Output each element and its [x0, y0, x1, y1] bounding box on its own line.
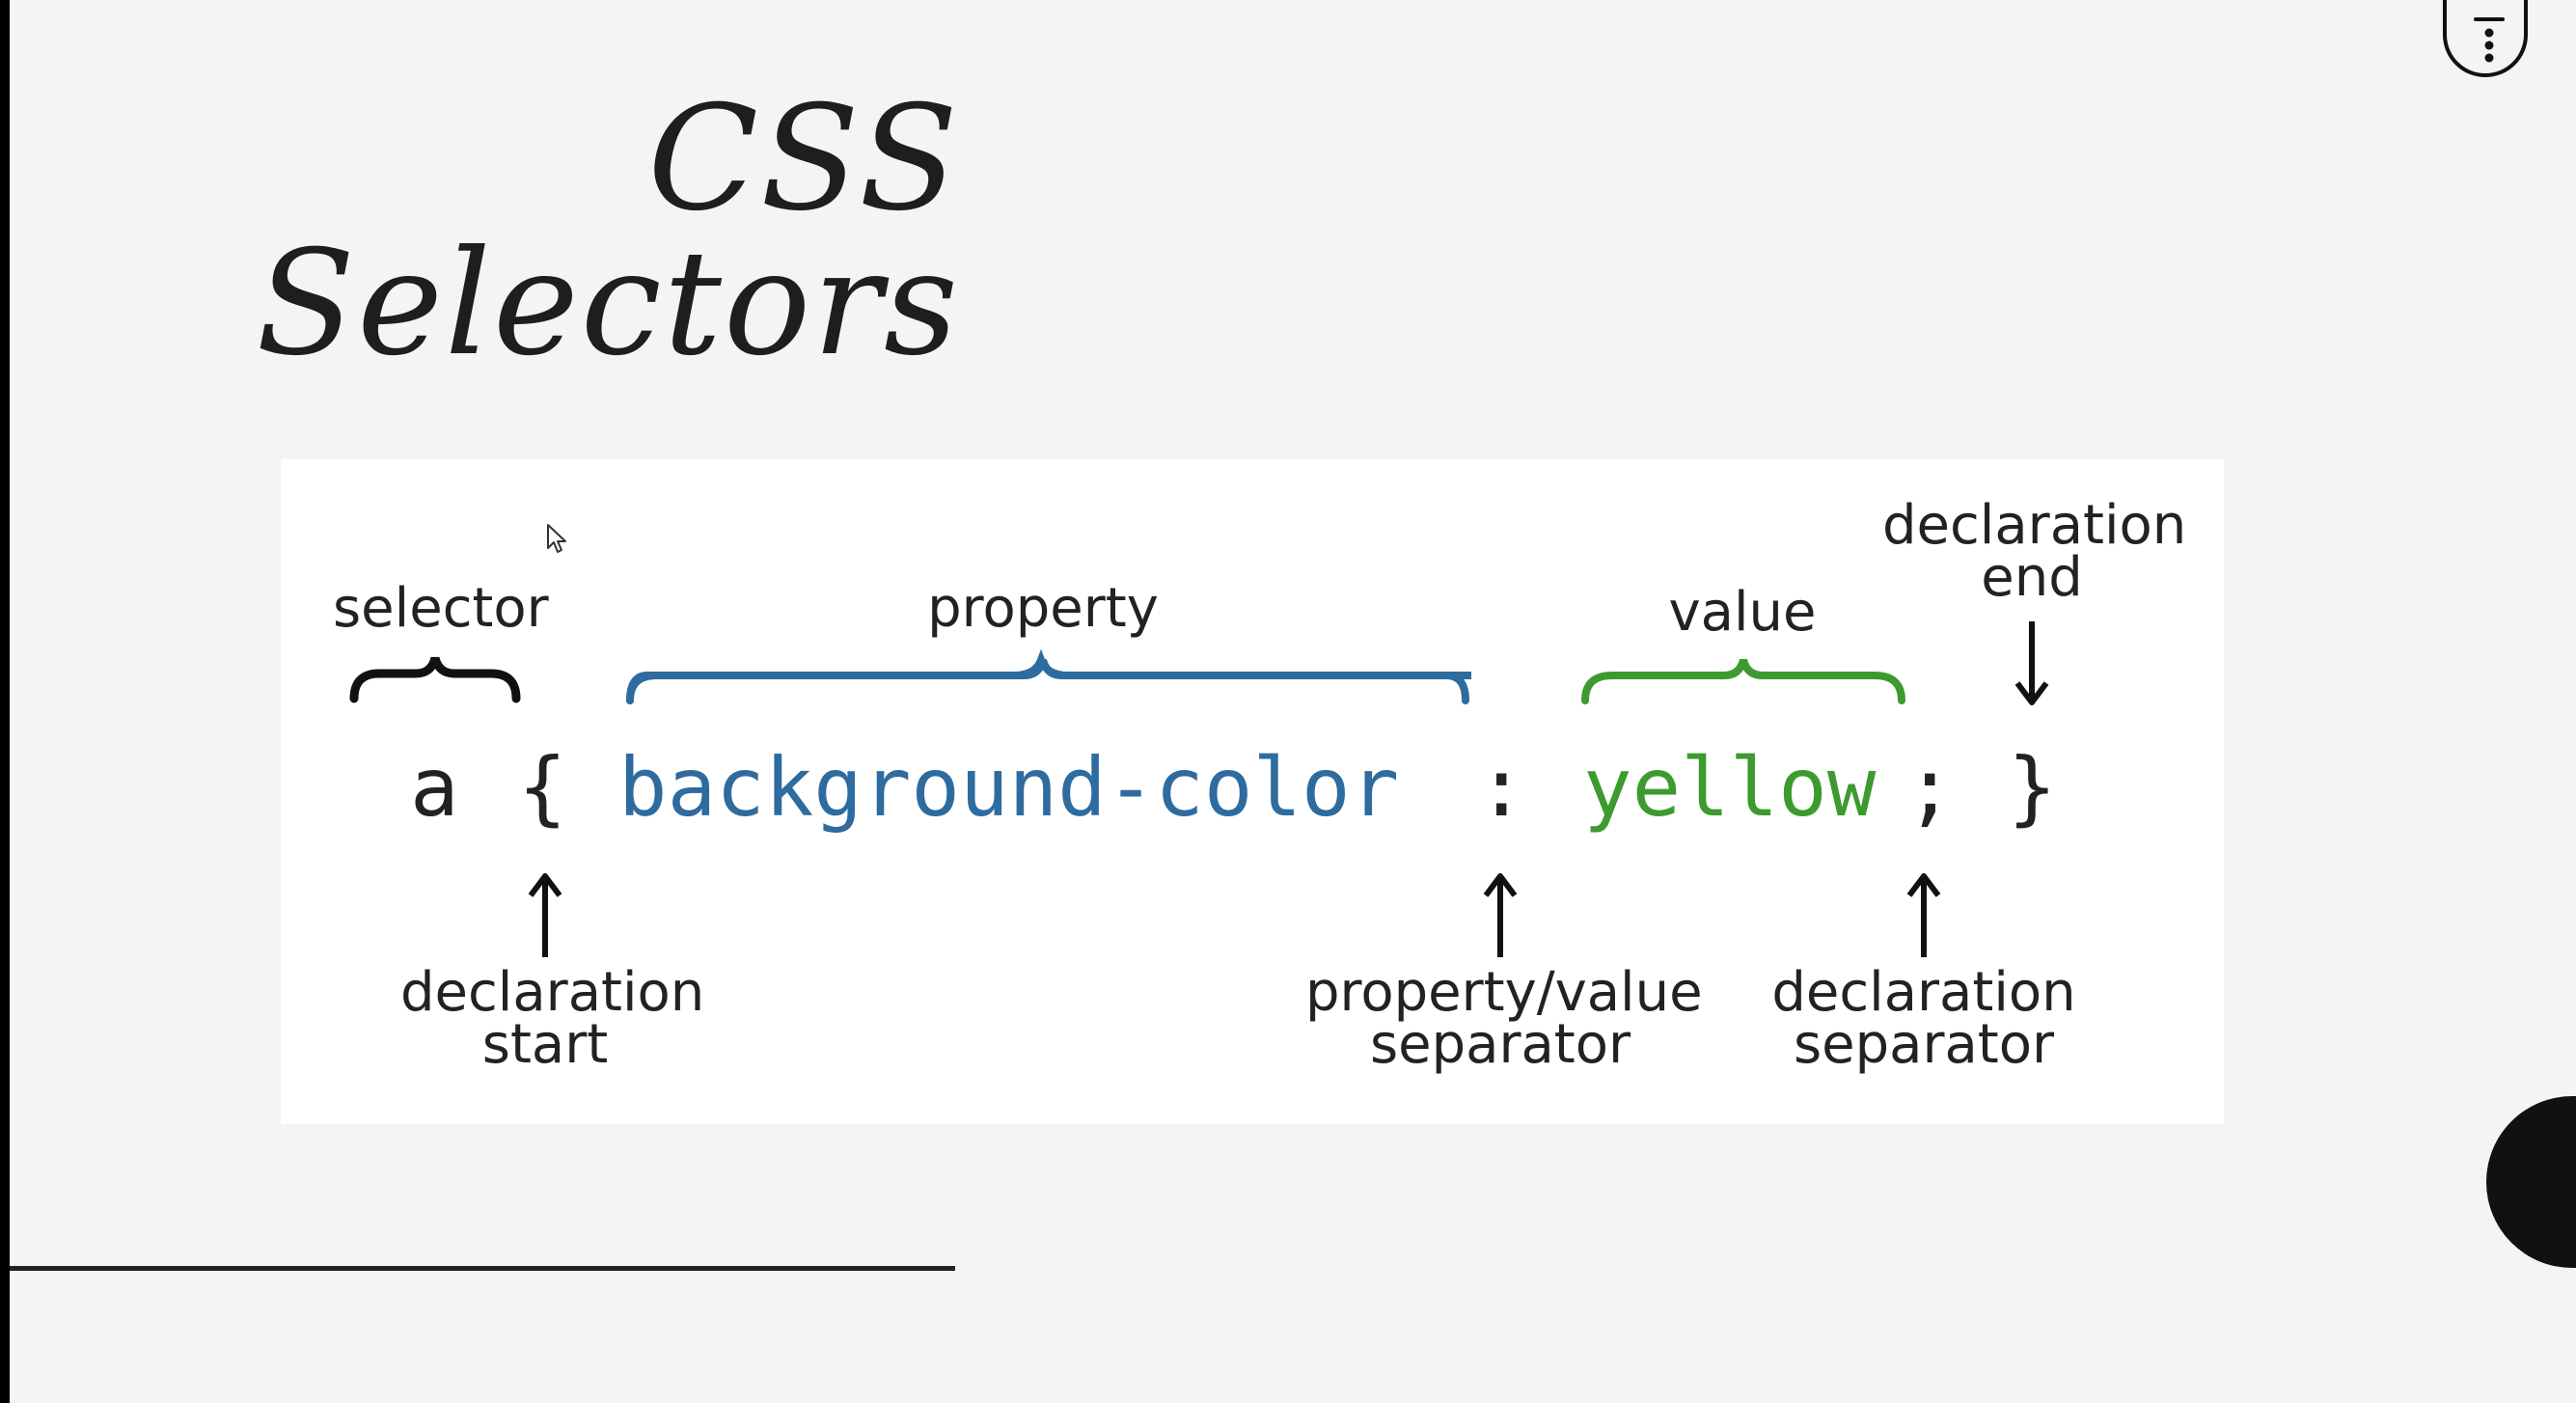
left-edge-bar [0, 0, 10, 1403]
selector-label: selector [333, 577, 549, 640]
decl-separator-arrow [1906, 873, 1941, 957]
selector-brace [349, 656, 521, 703]
pv-separator-arrow [1483, 873, 1518, 957]
code-close-brace: } [2008, 740, 2057, 835]
code-property: background-color [618, 740, 1400, 835]
declaration-start-arrow [528, 873, 562, 957]
code-semicolon: ; [1905, 740, 1955, 835]
declaration-end-arrow [2014, 621, 2049, 705]
more-vertical-icon [2474, 17, 2505, 63]
code-value: yellow [1583, 740, 1877, 835]
value-label: value [1668, 581, 1817, 644]
property-brace [626, 648, 1471, 704]
value-brace [1581, 658, 1905, 704]
declaration-start-label: declaration start [400, 961, 705, 1076]
slide-title-line-2: Selectors [256, 220, 960, 388]
decl-separator-label: declaration separator [1771, 961, 2076, 1076]
code-open-brace: { [518, 740, 567, 835]
code-colon: : [1477, 740, 1526, 835]
pv-separator-label: property/value separator [1305, 961, 1703, 1076]
slide-divider [10, 1266, 955, 1271]
slide-title-line-1: CSS [647, 75, 960, 243]
property-label: property [927, 577, 1159, 640]
side-panel-tab[interactable] [2486, 1096, 2576, 1268]
more-menu-button[interactable] [2443, 0, 2528, 77]
code-selector: a [410, 740, 459, 835]
css-syntax-diagram: selector property value declaration end … [281, 459, 2224, 1124]
mouse-pointer-icon [547, 524, 566, 553]
declaration-end-label: declaration end [1882, 494, 2187, 609]
diagram-graphics [349, 621, 2049, 957]
